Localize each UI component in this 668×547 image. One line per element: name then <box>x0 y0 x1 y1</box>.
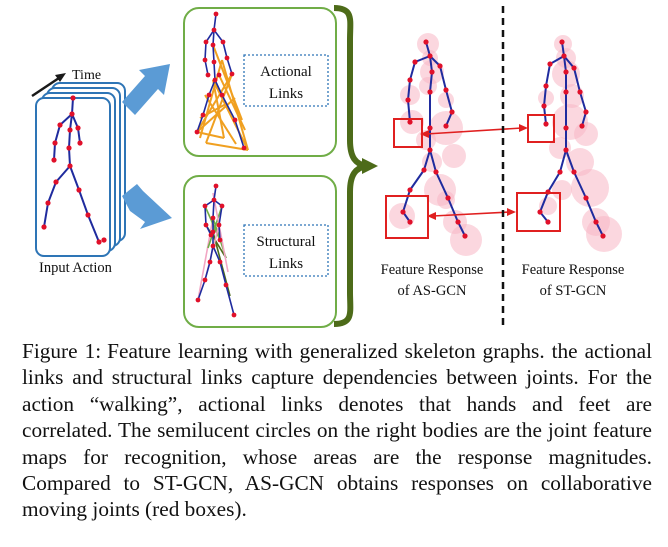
figure-caption: Figure 1:Feature learning with generaliz… <box>22 338 652 523</box>
st-gcn-hand-box <box>527 114 555 143</box>
as-gcn-joints <box>400 39 468 239</box>
input-skeleton-joints <box>41 95 107 245</box>
st-gcn-foot-box <box>516 192 561 232</box>
as-gcn-hand-box <box>393 118 423 148</box>
actional-joints <box>194 11 247 151</box>
structural-label-line2: Links <box>269 256 303 272</box>
caption-prefix: Figure 1: <box>22 339 102 363</box>
st-gcn-label-line2: of ST-GCN <box>540 283 607 299</box>
structural-joints <box>195 183 237 318</box>
actional-label-line2: Links <box>269 86 303 102</box>
st-gcn-label-line1: Feature Response <box>522 262 625 278</box>
figure-illustration: Time Input Action <box>31 5 625 330</box>
arrow-to-actional-icon <box>122 64 170 115</box>
actional-label-box <box>243 54 329 107</box>
merge-brace <box>333 5 367 327</box>
merge-arrow-head <box>362 158 378 174</box>
st-gcn-joints <box>537 39 606 239</box>
foot-comparison-arrow <box>427 208 516 220</box>
as-gcn-label-line1: Feature Response <box>381 262 484 278</box>
as-gcn-label-line2: of AS-GCN <box>398 283 467 299</box>
structural-label-box <box>243 224 329 277</box>
as-gcn-foot-box <box>385 195 429 239</box>
hand-comparison-arrow <box>420 124 528 138</box>
as-gcn-response-circles <box>389 33 482 256</box>
caption-text: Feature learning with generalized skelet… <box>22 339 652 522</box>
st-gcn-response-circles <box>538 35 622 252</box>
time-arrow <box>31 73 66 98</box>
input-action-label: Input Action <box>39 260 113 276</box>
actional-label-line1: Actional <box>260 64 312 80</box>
time-label: Time <box>72 68 101 83</box>
structural-label-line1: Structural <box>256 234 315 250</box>
arrow-to-structural-icon <box>122 184 172 229</box>
input-action-stack <box>35 82 126 257</box>
